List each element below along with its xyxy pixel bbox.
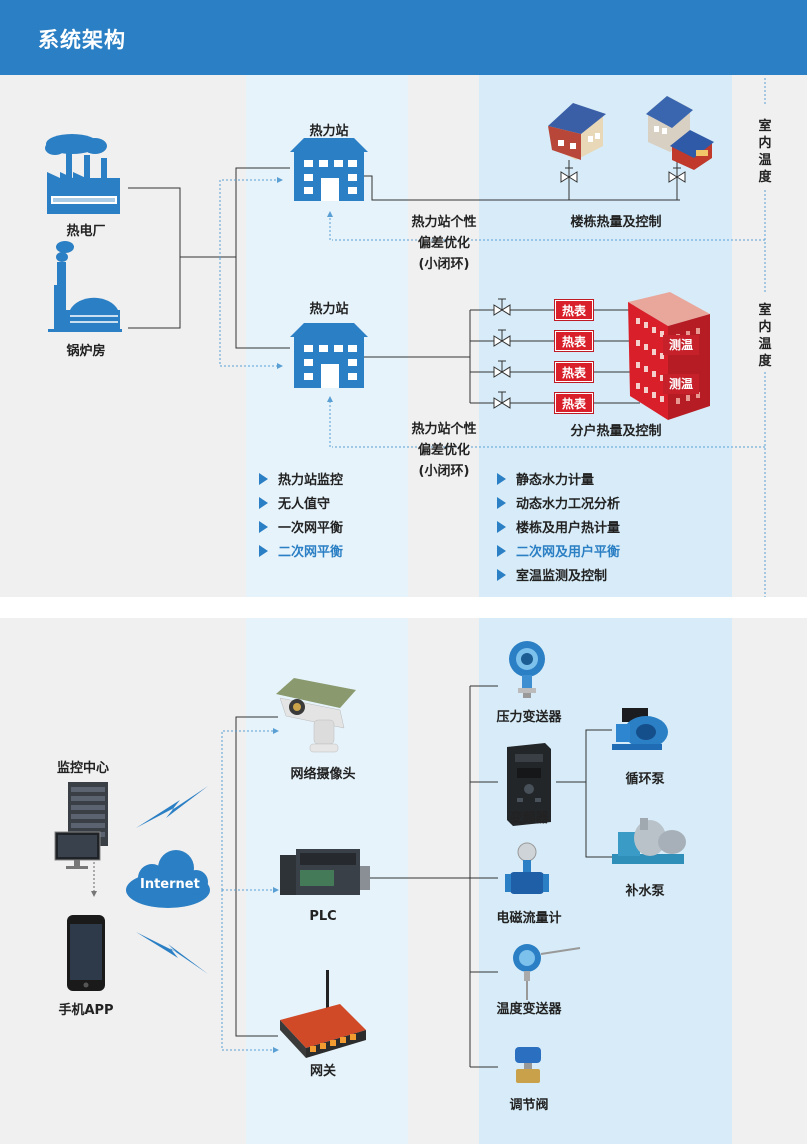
consumer-feature-item: 静态水力计量 — [497, 469, 620, 493]
feedback-dotted-lines — [327, 78, 766, 597]
triangle-bullet-icon — [259, 545, 268, 557]
temperature-transmitter-icon — [513, 944, 581, 1000]
source-dotted-lines — [219, 177, 283, 369]
consumer-feature-item: 室温监测及控制 — [497, 565, 620, 589]
triangle-bullet-icon — [497, 569, 506, 581]
indoor-temp-label-2: 室内温度 — [757, 302, 773, 372]
indoor-temp-label-1: 室内温度 — [757, 118, 773, 188]
consumer-feature-item-text: 动态水力工况分析 — [516, 497, 621, 512]
station2-pipes — [364, 309, 640, 404]
device-lines — [370, 685, 612, 1068]
heat-station-1-label: 热力站 — [309, 124, 349, 139]
station1-optimize-line1: 热力站个性 — [411, 215, 477, 230]
temp-measure-tag-2: 测温 — [663, 374, 699, 394]
regulating-valve-label: 调节阀 — [509, 1098, 549, 1113]
consumer-features-list: 静态水力计量动态水力工况分析楼栋及用户热计量二次网及用户平衡室温监测及控制 — [497, 469, 620, 589]
network-camera-icon — [276, 678, 356, 753]
plc-icon — [280, 849, 370, 895]
house-icon-1 — [548, 103, 606, 160]
heat-meter-tag-2: 热表 — [555, 331, 593, 351]
house-icon-2 — [646, 96, 714, 170]
station2-optimize-line3: (小闭环) — [418, 464, 470, 479]
consumer-feature-item: 二次网及用户平衡 — [497, 541, 620, 565]
building-valve-icon-2 — [668, 167, 686, 183]
plc-label: PLC — [309, 909, 337, 924]
heat-meter-tag-4: 热表 — [555, 393, 593, 413]
station-feature-item-text: 无人值守 — [278, 497, 331, 512]
station-feature-item: 热力站监控 — [259, 469, 343, 493]
monitor-icon — [54, 831, 101, 869]
heat-station-1-icon — [290, 138, 368, 201]
regulating-valve-icon — [515, 1047, 541, 1083]
heat-meter-tag-1: 热表 — [555, 300, 593, 320]
triangle-bullet-icon — [497, 473, 506, 485]
station-feature-item: 无人值守 — [259, 493, 343, 517]
inverter-label: 变频器 — [509, 811, 549, 826]
station2-optimize-line1: 热力站个性 — [411, 422, 477, 437]
temp-measure-tag-1: 测温 — [663, 335, 699, 355]
circulation-pump-icon — [612, 708, 668, 750]
electromagnetic-flowmeter-icon — [505, 842, 549, 894]
flowmeter-label: 电磁流量计 — [496, 911, 562, 926]
triangle-bullet-icon — [497, 497, 506, 509]
station-feature-item-text: 热力站监控 — [278, 473, 344, 488]
gateway-label: 网关 — [309, 1064, 337, 1079]
pressure-transmitter-icon — [509, 641, 545, 698]
controller-dotted-lines — [221, 728, 279, 1053]
station1-pipes — [364, 160, 680, 201]
station-feature-item: 一次网平衡 — [259, 517, 343, 541]
station-feature-item-text: 二次网平衡 — [278, 545, 344, 560]
consumer-feature-item-text: 室温监测及控制 — [516, 569, 608, 584]
mobile-app-label: 手机APP — [58, 1003, 114, 1018]
triangle-bullet-icon — [259, 473, 268, 485]
mobile-phone-icon — [67, 915, 105, 991]
station1-optimize-line3: (小闭环) — [418, 257, 470, 272]
inverter-icon — [507, 743, 551, 826]
temperature-transmitter-label: 温度变送器 — [496, 1002, 562, 1017]
station-feature-item-text: 一次网平衡 — [278, 521, 344, 536]
household-heat-control-label: 分户热量及控制 — [570, 424, 662, 439]
power-plant-icon — [45, 134, 120, 214]
triangle-bullet-icon — [259, 497, 268, 509]
consumer-feature-item-text: 楼栋及用户热计量 — [516, 521, 621, 536]
source-pipes — [128, 167, 290, 349]
header-bar: 系统架构 — [0, 0, 807, 75]
page-title: 系统架构 — [38, 28, 126, 52]
circulation-pump-label: 循环泵 — [625, 772, 665, 787]
makeup-pump-icon — [612, 818, 686, 864]
network-camera-label: 网络摄像头 — [290, 767, 356, 782]
consumer-feature-item: 楼栋及用户热计量 — [497, 517, 620, 541]
consumer-feature-item-text: 静态水力计量 — [516, 473, 595, 488]
station-features-list: 热力站监控无人值守一次网平衡二次网平衡 — [259, 469, 343, 565]
server-rack-icon — [68, 782, 108, 846]
wireless-signal-icons — [136, 786, 208, 974]
heat-station-2-label: 热力站 — [309, 302, 349, 317]
buildings-heat-control-label: 楼栋热量及控制 — [570, 215, 662, 230]
makeup-pump-label: 补水泵 — [625, 884, 665, 899]
boiler-room-icon — [48, 241, 122, 332]
pressure-transmitter-label: 压力变送器 — [496, 710, 562, 725]
triangle-bullet-icon — [497, 545, 506, 557]
station-feature-item: 二次网平衡 — [259, 541, 343, 565]
consumer-feature-item-text: 二次网及用户平衡 — [516, 545, 621, 560]
station2-optimize-line2: 偏差优化 — [417, 443, 471, 458]
apartment-tower-icon — [628, 292, 710, 420]
building-valve-icon-1 — [560, 167, 578, 183]
power-plant-label: 热电厂 — [66, 224, 106, 239]
internet-cloud-icon — [126, 850, 210, 908]
controller-lines — [235, 716, 278, 1037]
internet-label: Internet — [140, 877, 200, 892]
triangle-bullet-icon — [259, 521, 268, 533]
monitor-center-label: 监控中心 — [56, 761, 110, 776]
triangle-bullet-icon — [497, 521, 506, 533]
boiler-room-label: 锅炉房 — [66, 344, 106, 359]
heat-meter-tag-3: 热表 — [555, 362, 593, 382]
gateway-icon — [280, 970, 366, 1058]
station1-optimize-line2: 偏差优化 — [417, 236, 471, 251]
heat-station-2-icon — [290, 323, 368, 388]
consumer-feature-item: 动态水力工况分析 — [497, 493, 620, 517]
household-valve-icons — [493, 298, 511, 409]
